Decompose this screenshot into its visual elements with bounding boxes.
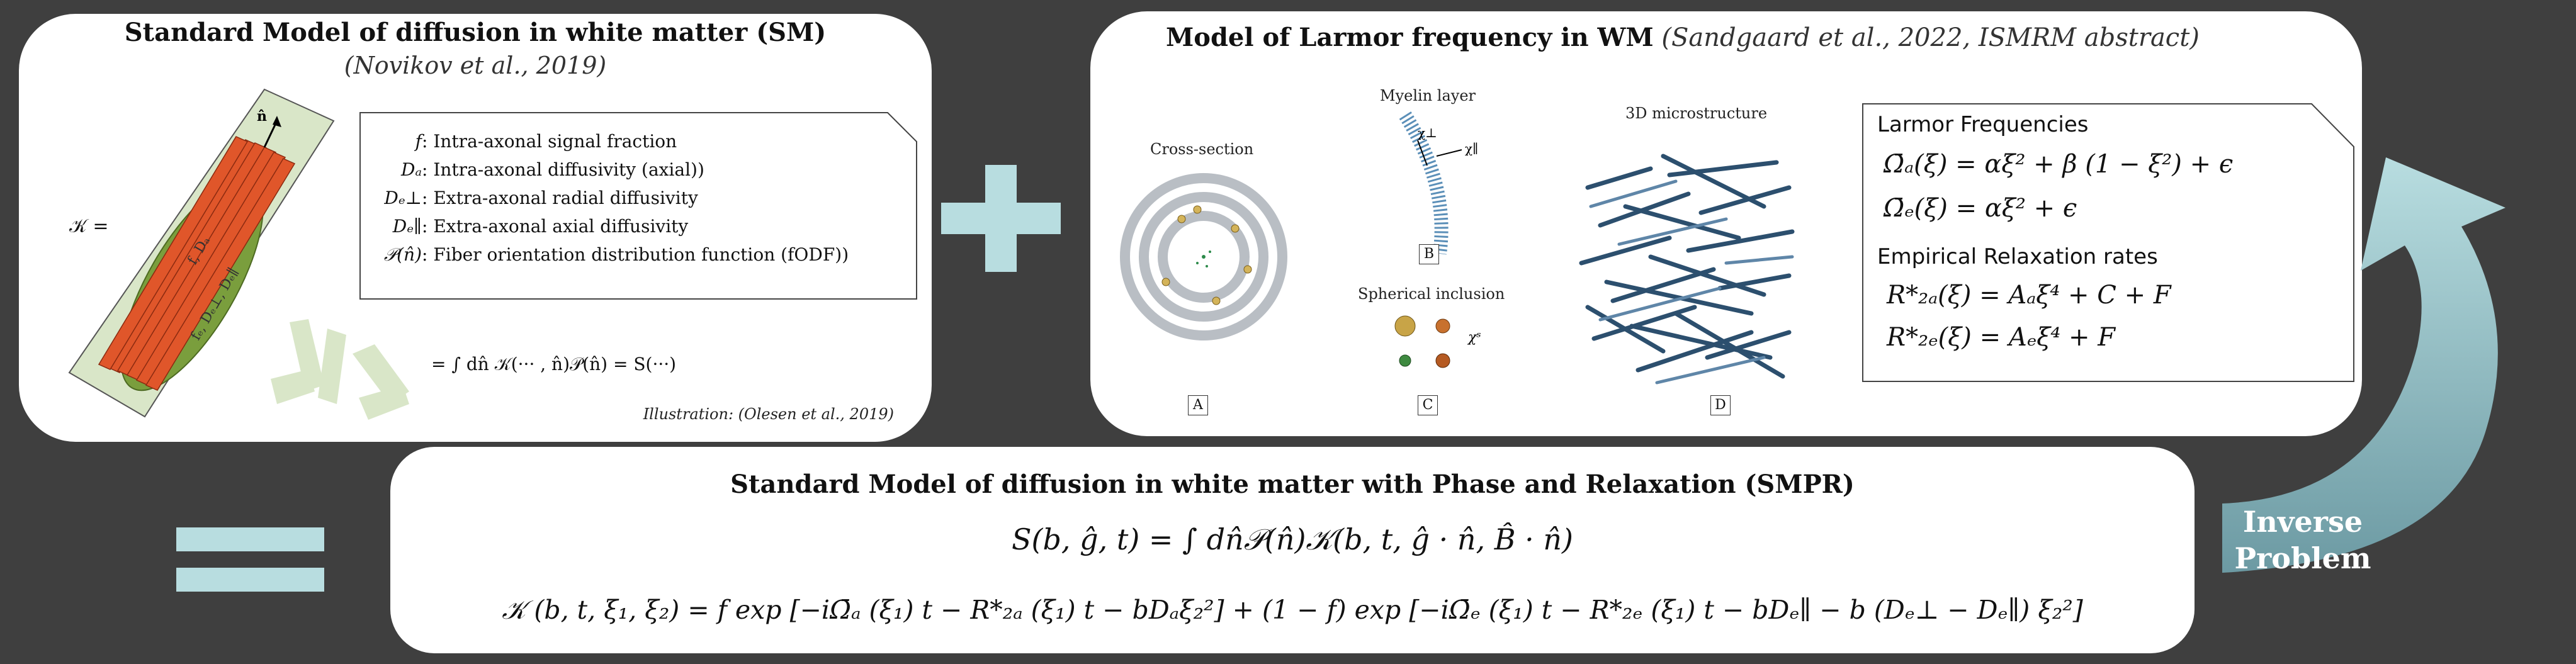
relax-heading: Empirical Relaxation rates [1877,244,2158,269]
smpr-signal-eq: S(b, ĝ, t) = ∫ dn̂𝒫(n̂)𝒦(b, t, ĝ · n̂, B… [1012,522,1573,556]
relax-eq-e: R*₂ₑ(ξ) = Aₑξ⁴ + F [1887,323,2115,352]
formula-box-frame [1862,103,2354,382]
n-hat-label: n̂ [257,108,267,125]
chi-perp-label: χ⊥ [1418,125,1437,140]
freq-heading: Larmor Frequencies [1877,112,2089,137]
chi-par-label: χ∥ [1465,141,1478,156]
larmor-title: Model of Larmor frequency in WM [1166,23,1654,52]
spherical-inclusion-diagram: χˢ [1394,315,1481,368]
param-list: f: Intra-axonal signal fraction Dₐ: Intr… [378,127,849,269]
larmor-title-row: Model of Larmor frequency in WM (Sandgaa… [1166,23,2200,52]
param-row: Dₑ∥: Extra-axonal axial diffusivity [392,216,689,237]
panel-label-a: A [1188,395,1208,415]
panel-label-c: C [1418,395,1438,415]
inverse-problem-line2: Problem [2234,541,2371,575]
param-row: Dₐ: Intra-axonal diffusivity (axial)) [401,159,704,180]
myelin-layer-diagram: χ∥ χ⊥ [1399,111,1478,255]
relax-eq-a: R*₂ₐ(ξ) = Aₐξ⁴ + C + F [1887,281,2171,310]
inverse-problem-arrow-icon [2222,157,2505,573]
larmor-panel: Model of Larmor frequency in WM (Sandgaa… [1090,11,2362,436]
panel-label-d: D [1710,395,1731,415]
panel-label-b: B [1419,244,1439,264]
myelin-label: Myelin layer [1380,87,1476,104]
spherical-label: Spherical inclusion [1358,285,1505,303]
inverse-problem-line1: Inverse [2242,505,2363,539]
microstructure-diagram [1579,154,1795,385]
param-row: f: Intra-axonal signal fraction [415,131,677,152]
axon-bundle-illustration: n̂ f, Dₐ fₑ, Dₑ⊥, Dₑ∥ [68,88,335,418]
cross-section-diagram [1120,173,1287,340]
freq-eq-a: Ω̄ₐ(ξ) = αξ² + β (1 − ξ²) + ϵ [1884,150,2234,179]
freq-eq-e: Ω̄ₑ(ξ) = αξ² + ϵ [1884,194,2077,223]
inverse-problem-label: Inverse Problem [2221,504,2385,577]
kernel-label: 𝒦 = [69,215,109,237]
sm-citation: (Novikov et al., 2019) [344,52,607,79]
sm-panel: Standard Model of diffusion in white mat… [19,14,932,442]
chi-s-label: χˢ [1467,330,1481,346]
param-row: Dₑ⊥: Extra-axonal radial diffusivity [384,188,698,208]
illustration-credit: Illustration: (Olesen et al., 2019) [643,405,894,423]
equals-icon [176,527,324,592]
smpr-panel: Standard Model of diffusion in white mat… [390,447,2195,653]
cross-section-label: Cross-section [1150,140,1254,158]
convolution-eq: = ∫ dn̂ 𝒦(··· , n̂)𝒫(n̂) = S(···) [431,354,677,374]
param-box-frame [359,112,917,300]
plus-icon [941,165,1061,272]
param-row: 𝒫(n̂): Fiber orientation distribution fu… [383,244,849,265]
larmor-citation: (Sandgaard et al., 2022, ISMRM abstract) [1661,23,2200,52]
microstructure-label: 3D microstructure [1625,104,1768,122]
smpr-title: Standard Model of diffusion in white mat… [730,470,1855,499]
smpr-kernel-eq: 𝒦 (b, t, ξ₁, ξ₂) = f exp [−iΩ̄ₐ (ξ₁) t −… [502,595,2083,625]
fodf-glyph-icon [271,319,409,420]
sm-title: Standard Model of diffusion in white mat… [124,18,827,47]
